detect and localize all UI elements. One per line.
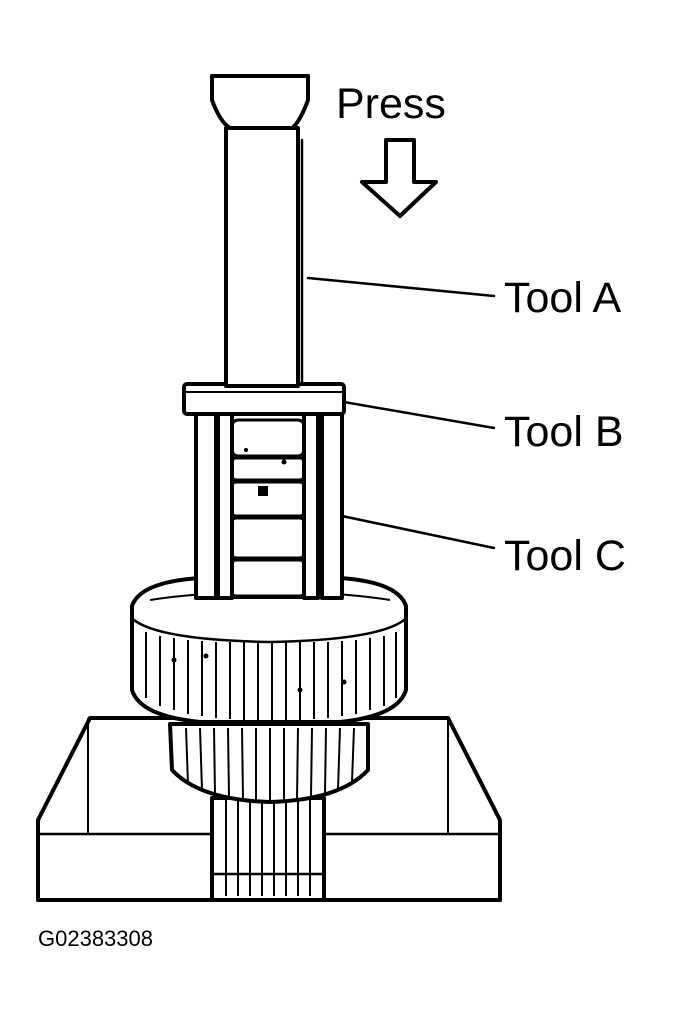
label-tool-a: Tool A xyxy=(504,274,621,322)
large-gear xyxy=(130,576,408,724)
tool-c xyxy=(194,410,344,600)
leader-tool-a xyxy=(306,276,496,298)
leader-tool-b xyxy=(342,400,496,430)
leader-lines xyxy=(306,276,496,550)
label-press: Press xyxy=(336,80,446,128)
output-shaft xyxy=(210,796,326,902)
small-gear xyxy=(168,722,370,804)
figure-code: G02383308 xyxy=(38,926,153,951)
leader-tool-c xyxy=(340,514,496,550)
label-tool-b: Tool B xyxy=(504,408,624,456)
label-tool-c: Tool C xyxy=(504,532,626,580)
inner-stack xyxy=(230,418,306,598)
press-arrow xyxy=(360,138,438,218)
tool-a xyxy=(210,74,310,388)
tool-b xyxy=(182,382,346,416)
